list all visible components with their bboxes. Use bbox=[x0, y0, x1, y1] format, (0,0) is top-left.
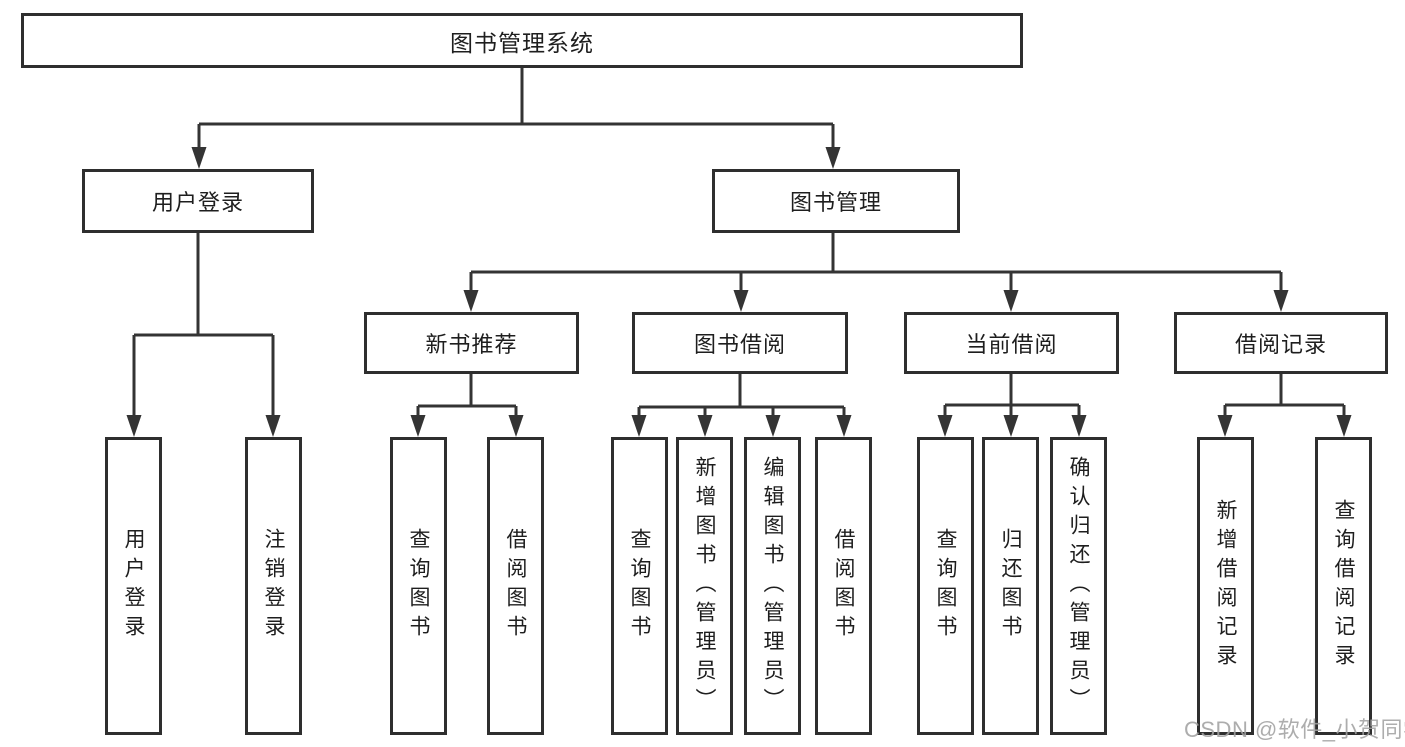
leaf-borrow-books-recommend: 借阅图书 bbox=[487, 437, 544, 735]
leaf-query-borrow-record: 查询借阅记录 bbox=[1315, 437, 1372, 735]
connector-book-mgmt-to-level3 bbox=[463, 231, 1289, 312]
node-current-borrowing: 当前借阅 bbox=[904, 312, 1119, 374]
node-label: 归还图书 bbox=[999, 528, 1022, 644]
node-label: 新增图书（管理员） bbox=[693, 455, 716, 717]
leaf-query-books-borrowing: 查询图书 bbox=[611, 437, 668, 735]
connector-current-borrow-to-children bbox=[937, 372, 1087, 437]
node-label: 用户登录 bbox=[122, 528, 145, 644]
leaf-return-books: 归还图书 bbox=[982, 437, 1039, 735]
node-label: 查询借阅记录 bbox=[1332, 499, 1355, 673]
node-label: 图书借阅 bbox=[693, 332, 786, 357]
node-label: 注销登录 bbox=[262, 528, 285, 644]
node-label: 确认归还（管理员） bbox=[1067, 455, 1090, 717]
leaf-confirm-return-admin: 确认归还（管理员） bbox=[1050, 437, 1107, 735]
leaf-add-books-admin: 新增图书（管理员） bbox=[676, 437, 733, 735]
node-user-login: 用户登录 bbox=[82, 169, 314, 233]
node-borrowing-records: 借阅记录 bbox=[1174, 312, 1388, 374]
node-label: 查询图书 bbox=[628, 528, 651, 644]
node-label: 借阅图书 bbox=[504, 528, 527, 644]
leaf-add-borrow-record: 新增借阅记录 bbox=[1197, 437, 1254, 735]
node-label: 借阅图书 bbox=[832, 528, 855, 644]
node-new-book-recommend: 新书推荐 bbox=[364, 312, 579, 374]
node-book-borrowing: 图书借阅 bbox=[632, 312, 848, 374]
node-label: 用户登录 bbox=[151, 190, 244, 215]
leaf-user-login: 用户登录 bbox=[105, 437, 162, 735]
watermark: CSDN @软件_小贺同学 bbox=[1184, 717, 1405, 742]
node-label: 查询图书 bbox=[407, 528, 430, 644]
node-label: 新增借阅记录 bbox=[1214, 499, 1237, 673]
node-label: 查询图书 bbox=[934, 528, 957, 644]
connector-root-to-level2 bbox=[191, 66, 841, 169]
node-root-system: 图书管理系统 bbox=[21, 13, 1023, 68]
node-label: 编辑图书（管理员） bbox=[761, 455, 784, 717]
connector-borrow-record-to-children bbox=[1217, 372, 1352, 437]
node-label: 当前借阅 bbox=[965, 332, 1058, 357]
connector-book-borrow-to-children bbox=[631, 372, 852, 437]
leaf-borrow-books-borrowing: 借阅图书 bbox=[815, 437, 872, 735]
node-book-management: 图书管理 bbox=[712, 169, 960, 233]
connector-new-book-rec-to-children bbox=[410, 372, 524, 437]
leaf-query-books-current: 查询图书 bbox=[917, 437, 974, 735]
node-label: 图书管理 bbox=[789, 190, 882, 215]
node-label: 图书管理系统 bbox=[450, 29, 594, 56]
leaf-logout: 注销登录 bbox=[245, 437, 302, 735]
connector-user-login-to-children bbox=[126, 231, 281, 437]
node-label: 借阅记录 bbox=[1234, 332, 1327, 357]
leaf-edit-books-admin: 编辑图书（管理员） bbox=[744, 437, 801, 735]
leaf-query-books-recommend: 查询图书 bbox=[390, 437, 447, 735]
node-label: 新书推荐 bbox=[425, 332, 518, 357]
